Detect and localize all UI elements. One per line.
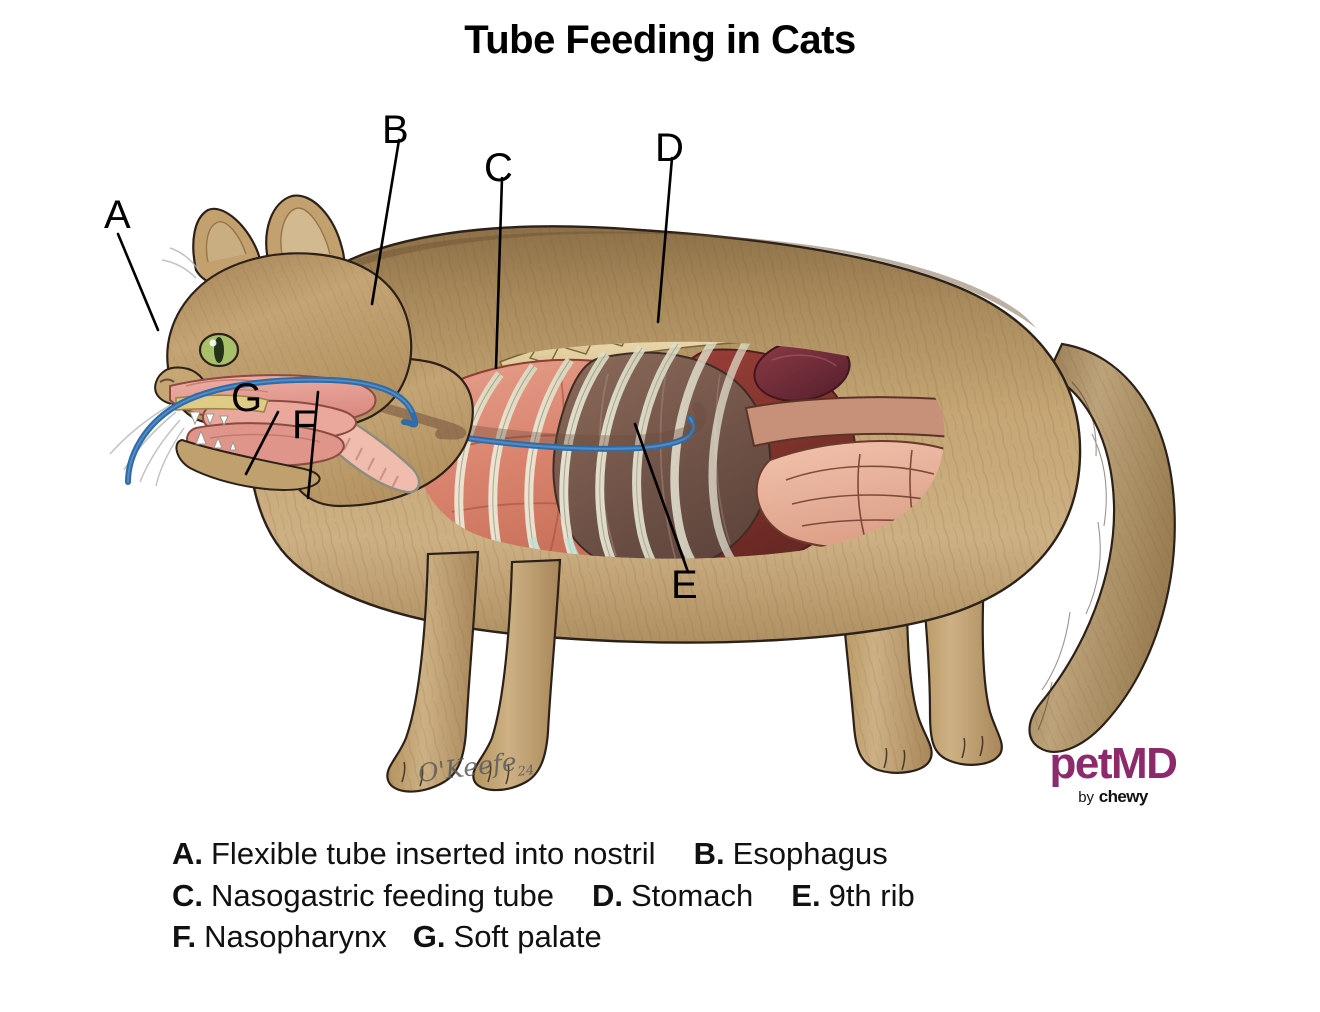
callout-letter-E: E (671, 563, 698, 607)
legend-row: A. Flexible tube inserted into nostril B… (172, 836, 1252, 873)
legend-item-a: A. Flexible tube inserted into nostril (172, 836, 656, 873)
signature-year: 24 (516, 762, 536, 780)
cat-body (109, 194, 1176, 793)
legend-desc: Flexible tube inserted into nostril (211, 836, 656, 871)
legend-row: C. Nasogastric feeding tube D. Stomach E… (172, 878, 1252, 915)
callout-letter-C: C (484, 146, 513, 190)
legend-key: F. (172, 919, 197, 955)
legend-key: D. (591, 877, 623, 913)
legend-item-g: G. Soft palate (413, 919, 602, 956)
leader-E (633, 422, 690, 574)
petmd-logo[interactable]: petMD by chewy (1018, 739, 1208, 806)
leader-G (244, 410, 280, 476)
leader-F (306, 390, 320, 500)
petmd-byline: by chewy (1018, 788, 1208, 805)
petmd-wordmark: petMD (1049, 739, 1178, 788)
legend-desc: Soft palate (453, 919, 602, 955)
callout-letter-G: G (231, 376, 263, 420)
legend-item-c: C. Nasogastric feeding tube (172, 878, 554, 915)
callout-leader-lines (116, 138, 690, 574)
legend-key: C. (172, 877, 203, 913)
legend-key: B. (693, 836, 725, 871)
cat-eye (198, 332, 240, 368)
leader-A (116, 232, 160, 332)
callout-letter-B: B (382, 108, 409, 152)
ribcage (454, 341, 769, 559)
legend-desc: Nasopharynx (204, 919, 387, 955)
callout-letter-F: F (292, 403, 317, 447)
legend-desc: Nasogastric feeding tube (211, 877, 554, 913)
legend-row: F. Nasopharynx G. Soft palate (172, 919, 1252, 956)
chewy-wordmark: chewy (1098, 787, 1149, 806)
oral-nasal-cavity (169, 374, 377, 491)
legend: A. Flexible tube inserted into nostril B… (172, 836, 1252, 961)
callout-letter-D: D (655, 126, 684, 170)
legend-key: E. (791, 877, 821, 913)
legend-item-d: D. Stomach (592, 878, 753, 915)
cat-front-legs (386, 550, 562, 793)
byline-by: by (1078, 789, 1095, 806)
cat-tail (1028, 342, 1176, 753)
colon (744, 396, 945, 448)
teeth (189, 411, 237, 451)
legend-desc: Esophagus (732, 836, 888, 871)
legend-desc: Stomach (630, 877, 754, 913)
legend-key: G. (412, 919, 446, 955)
legend-item-e: E. 9th rib (791, 878, 914, 915)
legend-desc: 9th rib (828, 877, 915, 913)
legend-item-f: F. Nasopharynx (172, 919, 387, 956)
leader-D (656, 156, 674, 324)
legend-item-b: B. Esophagus (694, 836, 888, 873)
cat-anatomy-illustration (0, 82, 1320, 822)
leader-C (494, 176, 504, 370)
leader-B (370, 138, 401, 306)
legend-key: A. (172, 836, 203, 871)
nasogastric-tube (125, 376, 419, 485)
callout-letter-A: A (104, 193, 131, 237)
page-title: Tube Feeding in Cats (464, 18, 856, 62)
